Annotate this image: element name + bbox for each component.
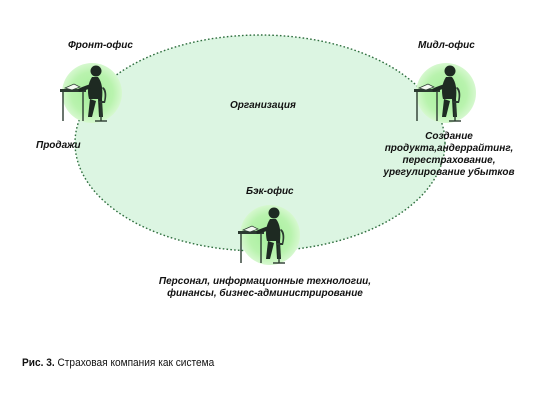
back-office-description-line: Персонал, информационные технологии,: [158, 276, 372, 287]
front-office-description: Продажи: [36, 140, 81, 151]
mid-office-description-line: Создание: [425, 131, 473, 142]
mid-office-description-line: урегулирование убытков: [383, 167, 515, 178]
caption-text: Страховая компания как система: [57, 357, 215, 369]
mid-office-description-line: перестрахование,: [402, 155, 496, 166]
back-office-description: Персонал, информационные технологии, фин…: [140, 276, 390, 300]
organization-ellipse: [74, 34, 446, 252]
back-office-description-line: финансы, бизнес-администрирование: [167, 288, 363, 299]
front-office-worker-icon: [59, 62, 123, 124]
back-office-title: Бэк-офис: [246, 186, 294, 197]
mid-office-description: Создание продукта,андеррайтинг, перестра…: [374, 131, 524, 179]
mid-office-title: Мидл-офис: [418, 40, 475, 51]
caption-prefix: Рис. 3.: [22, 357, 55, 369]
organization-label: Организация: [230, 100, 296, 111]
front-office-title: Фронт-офис: [68, 40, 133, 51]
mid-office-description-line: продукта,андеррайтинг,: [384, 143, 514, 154]
figure-caption: Рис. 3. Страховая компания как система: [22, 357, 214, 369]
